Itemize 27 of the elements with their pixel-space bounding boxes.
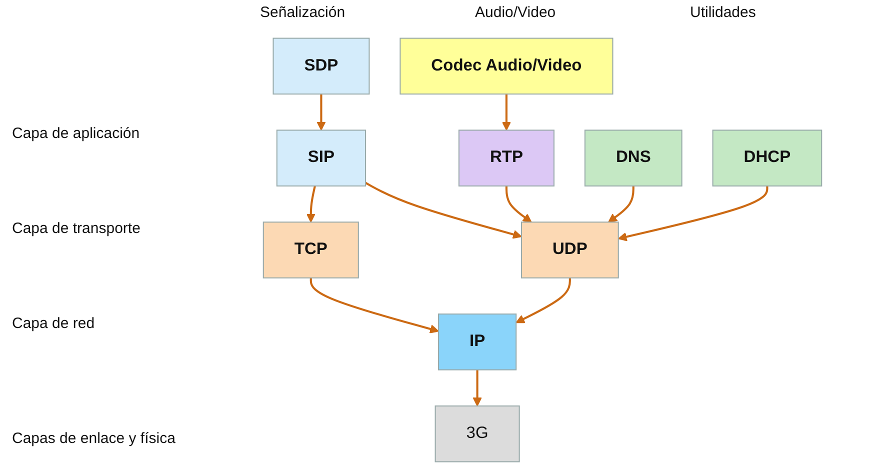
node-box: IP — [438, 314, 517, 370]
node-box: RTP — [458, 130, 554, 186]
arrow — [502, 94, 511, 131]
layer-label: Capa de red — [12, 315, 95, 332]
layer-label: Capa de transporte — [12, 220, 140, 237]
column-heading: Utilidades — [690, 4, 756, 21]
node-box: UDP — [520, 222, 619, 278]
arrow — [365, 182, 522, 239]
column-heading: Audio/Video — [475, 4, 556, 21]
arrow — [505, 186, 532, 223]
arrow — [306, 186, 316, 223]
arrow — [618, 186, 768, 242]
column-heading: Señalización — [260, 4, 346, 21]
arrow — [608, 186, 634, 223]
layer-label: Capas de enlace y física — [12, 430, 176, 447]
node-box: SIP — [276, 130, 366, 186]
arrow — [516, 278, 571, 324]
arrow — [472, 370, 482, 406]
arrow — [310, 278, 439, 334]
node-box: DNS — [584, 130, 682, 186]
layer-label: Capa de aplicación — [12, 125, 140, 142]
node-box: SDP — [272, 38, 370, 95]
node-box: Codec Audio/Video — [400, 38, 614, 95]
node-box: DHCP — [712, 130, 822, 186]
node-box: 3G — [434, 405, 520, 462]
arrow — [316, 94, 326, 131]
node-box: TCP — [262, 222, 359, 278]
